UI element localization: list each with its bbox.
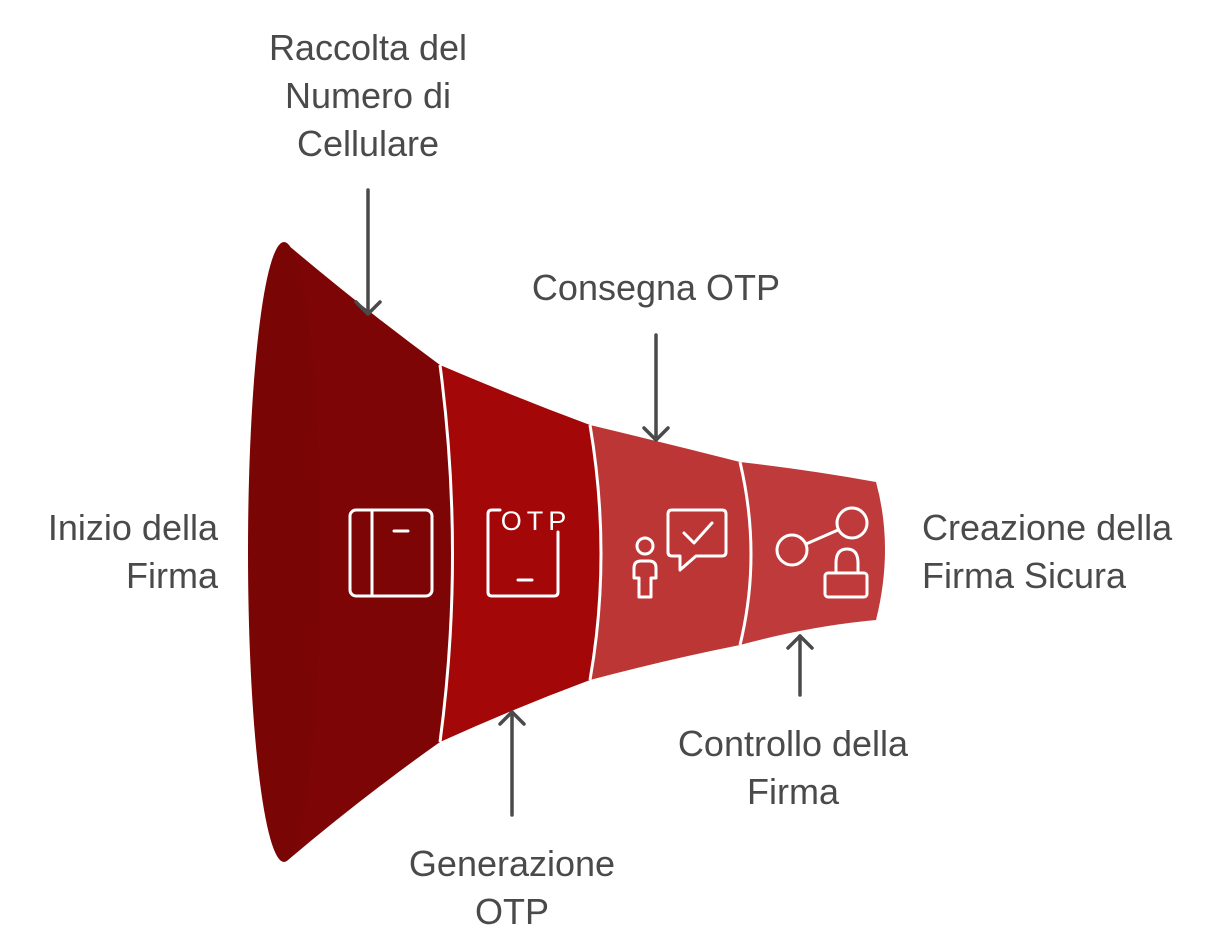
funnel-segment-3 <box>590 425 751 680</box>
funnel-mouth <box>248 242 320 862</box>
label-step1-line: Cellulare <box>296 123 440 164</box>
label-end-line: Creazione della <box>922 507 1173 548</box>
label-start-line: Inizio della <box>47 507 218 548</box>
arrow-step2 <box>498 710 526 817</box>
label-step2-line: OTP <box>474 891 549 932</box>
key-lock-icon <box>775 506 869 599</box>
arrows <box>354 188 814 817</box>
arrow-step4 <box>786 634 814 697</box>
label-end-line: Firma Sicura <box>922 555 1127 596</box>
person-message-check-icon <box>632 508 728 599</box>
otp-icon-text: OTP <box>501 506 572 536</box>
label-step4-line: Controllo della <box>677 723 909 764</box>
label-step3: Consegna OTP <box>496 264 816 312</box>
segment-separators <box>438 364 753 743</box>
label-step1-line: Numero di <box>284 75 452 116</box>
label-step4-line: Firma <box>747 771 839 812</box>
funnel-segment-2 <box>440 365 601 742</box>
arrow-step1 <box>354 188 382 316</box>
label-step1-line: Raccolta del <box>268 27 468 68</box>
funnel-segment-4 <box>740 462 885 645</box>
arrow-step3 <box>642 333 670 442</box>
label-step2-line: Generazione <box>408 843 616 884</box>
phone-panel-icon <box>348 508 434 598</box>
label-step3-line: Consegna OTP <box>531 267 781 308</box>
funnel-segment-1 <box>288 245 453 860</box>
otp-document-icon <box>486 508 560 598</box>
label-start-line: Firma <box>126 555 218 596</box>
